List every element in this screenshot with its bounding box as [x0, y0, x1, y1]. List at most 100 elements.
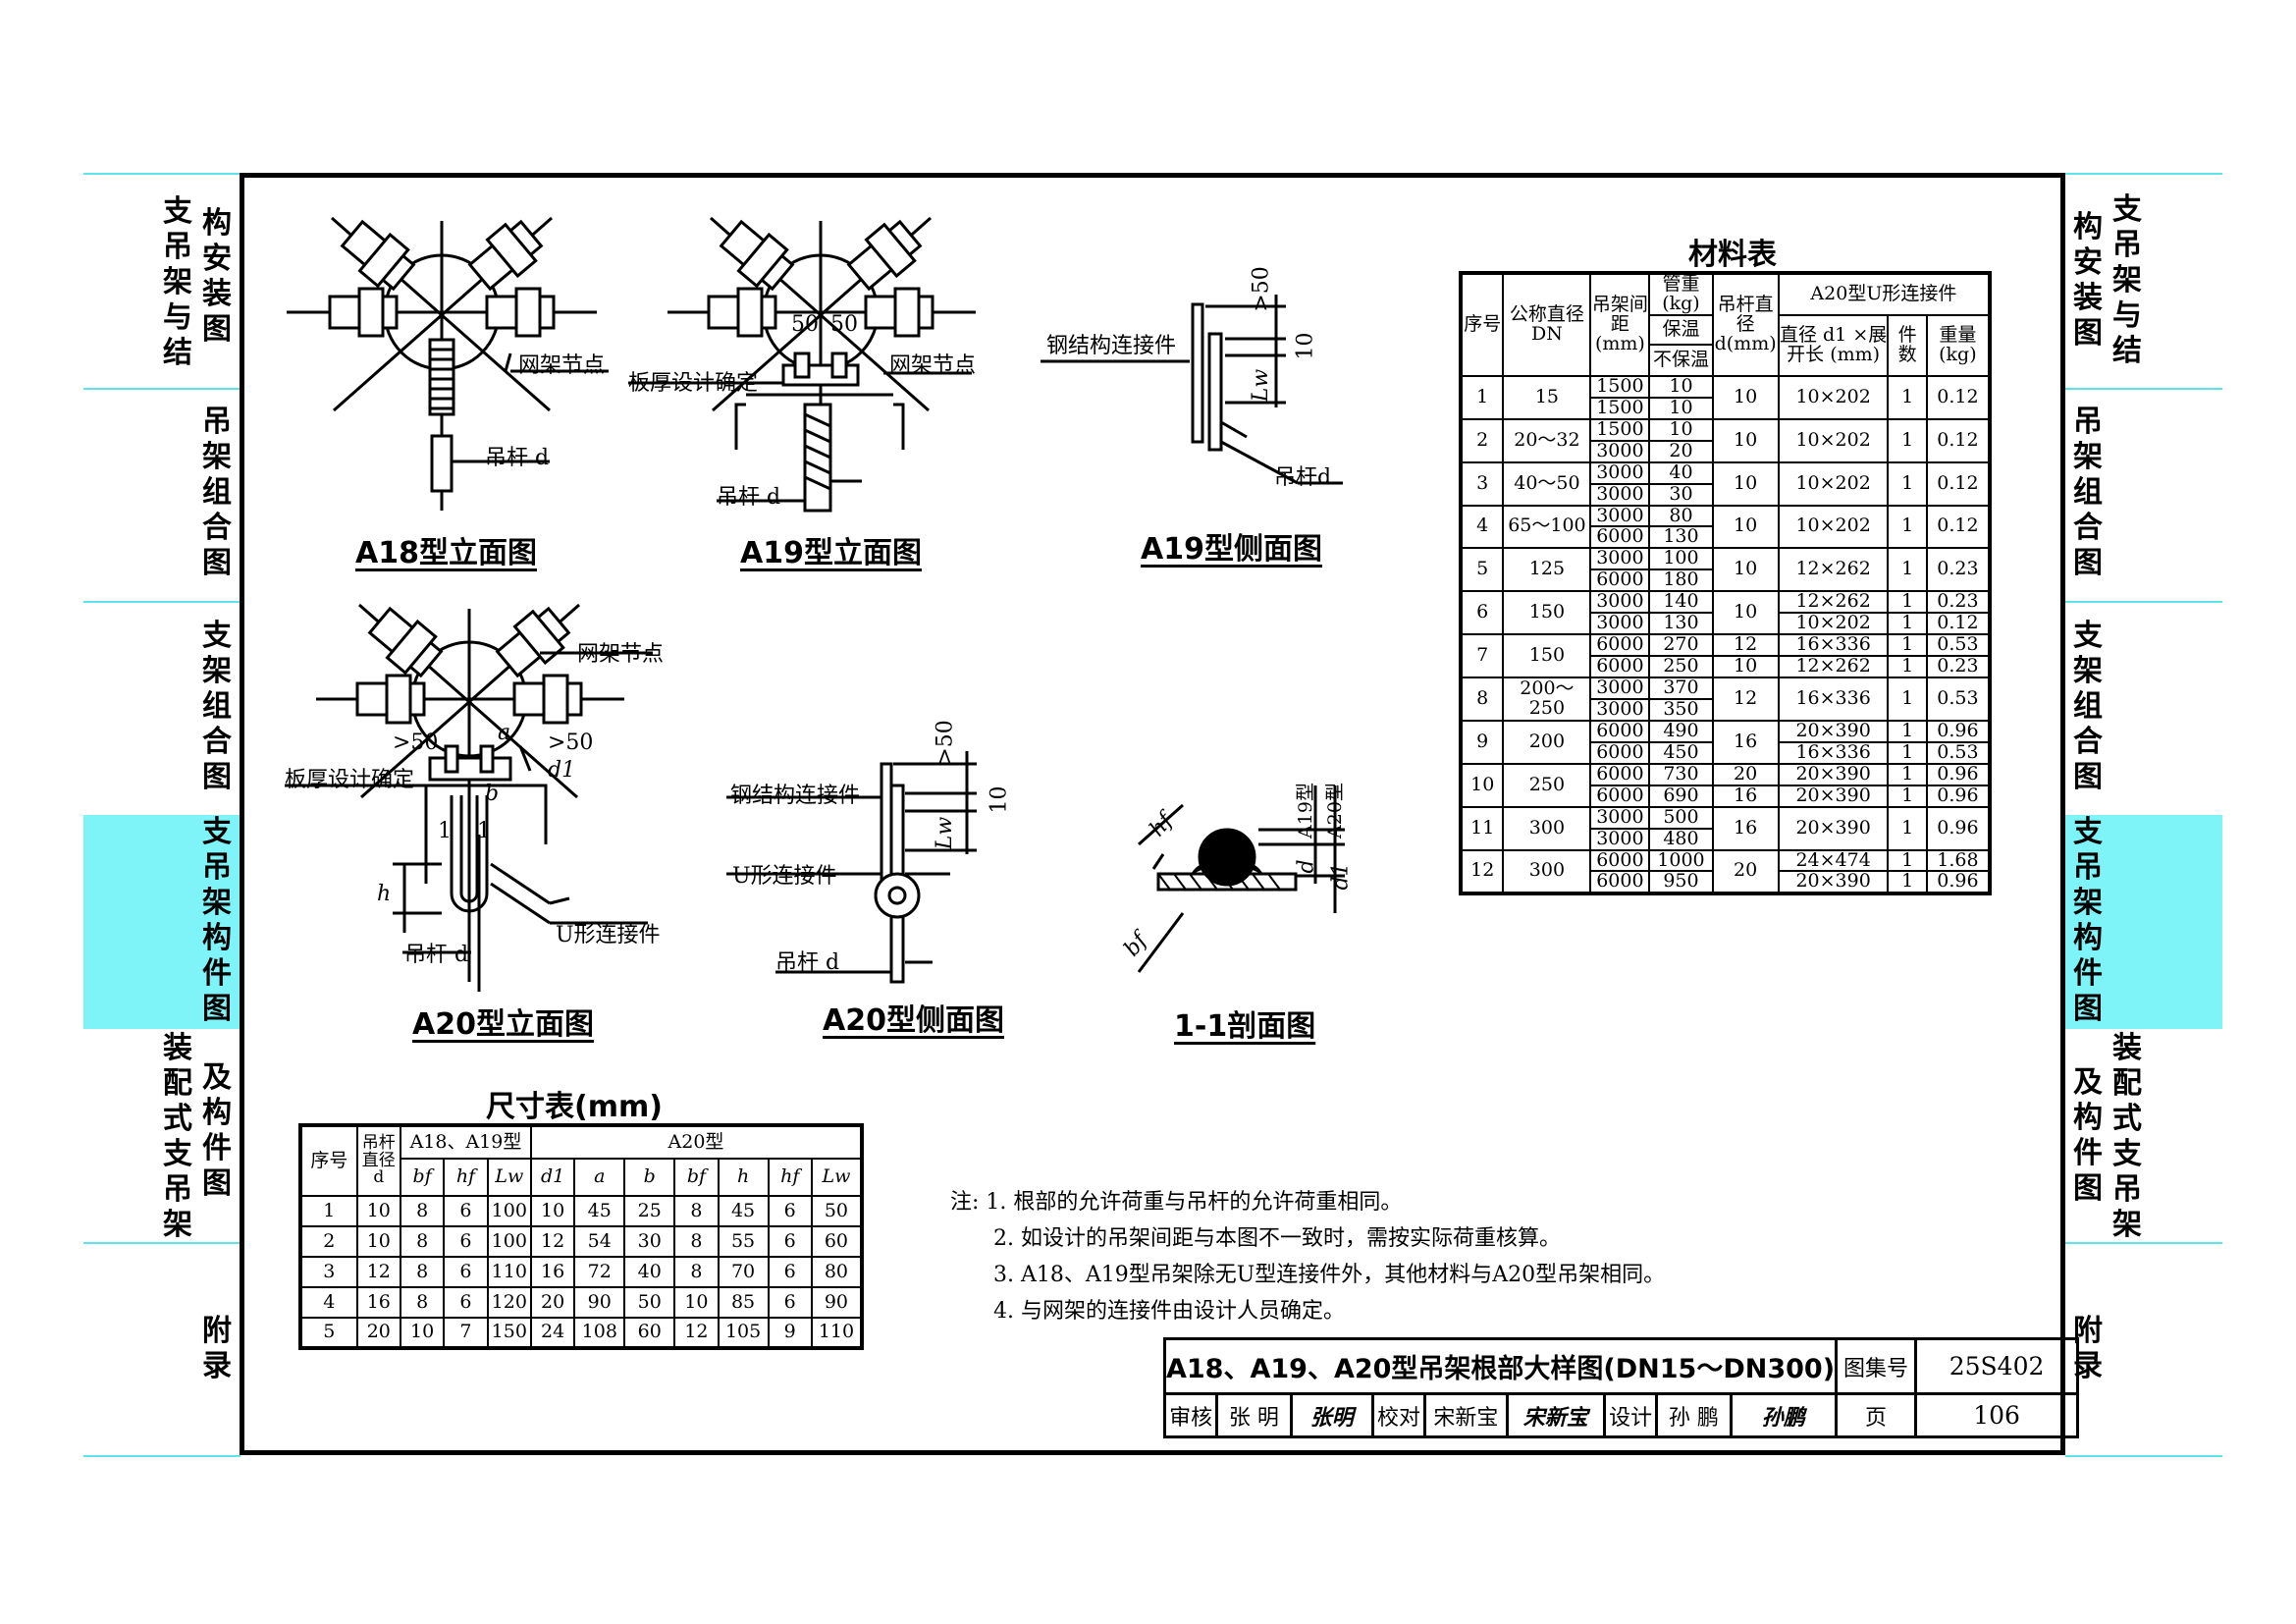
mat-dia: 12×262 — [1777, 655, 1890, 678]
right-tab-1-col1[interactable]: 构安装图 — [2073, 210, 2103, 351]
right-tab-5-col2[interactable]: 装配式支吊架 — [2112, 1031, 2142, 1242]
a19-node-label: 网架节点 — [889, 353, 977, 378]
size-cell: 6 — [443, 1286, 489, 1319]
mat-mass: 0.12 — [1925, 460, 1992, 507]
right-tab-5-col1[interactable]: 及构件图 — [2073, 1065, 2103, 1206]
mat-mass: 0.12 — [1925, 612, 1992, 636]
a20-sec-mark-1: 1 — [438, 819, 452, 843]
a18-title: A18型立面图 — [355, 536, 537, 570]
size-cell: 10 — [355, 1195, 401, 1227]
mat-spacing: 6000 — [1589, 655, 1651, 678]
size-cell: 20 — [355, 1317, 401, 1349]
mat-weight: 950 — [1648, 870, 1714, 895]
left-tab-6[interactable]: 附录 — [202, 1314, 232, 1383]
right-tab-6[interactable]: 附录 — [2073, 1314, 2103, 1383]
left-tab-5-col1[interactable]: 装配式支吊架 — [163, 1031, 192, 1242]
mat-h-insul: 保温 — [1648, 313, 1714, 346]
checker-signature: 宋新宝 — [1505, 1392, 1606, 1438]
a20-dim-gt50-right: >50 — [548, 731, 594, 755]
material-table: 序号 公称直径DN 吊架间距(mm) 管重(kg) 吊杆直径d(mm) A20型… — [1459, 271, 1992, 896]
mat-weight: 30 — [1648, 482, 1714, 507]
left-tab-1-col2[interactable]: 构安装图 — [202, 206, 232, 347]
mat-weight: 180 — [1648, 568, 1714, 593]
mat-spacing: 6000 — [1589, 784, 1651, 808]
mat-seq: 1 — [1459, 374, 1505, 420]
atlas-number: 25S402 — [1914, 1337, 2080, 1395]
mat-spacing: 3000 — [1589, 460, 1651, 485]
note-4: 4. 与网架的连接件由设计人员确定。 — [993, 1299, 1345, 1324]
a20-rod-label: 吊杆 d — [404, 943, 469, 967]
right-tab-4[interactable]: 支吊架构件图 — [2073, 815, 2103, 1026]
section-title: 1-1剖面图 — [1174, 1009, 1316, 1044]
a20-b-label: b — [485, 782, 500, 806]
mat-spacing: 3000 — [1589, 805, 1651, 830]
mat-dn: 40～50 — [1502, 460, 1592, 507]
mat-dia: 10×202 — [1777, 417, 1890, 463]
size-cell: 105 — [717, 1317, 770, 1349]
mat-rod: 20 — [1711, 848, 1780, 895]
size-cell: 12 — [673, 1317, 720, 1349]
left-tab-5-col2[interactable]: 及构件图 — [202, 1060, 232, 1201]
a19-side-gt50: >50 — [1249, 266, 1274, 312]
sz-subheader: bf — [399, 1158, 446, 1197]
left-tab-highlight — [83, 815, 240, 1029]
size-cell: 8 — [673, 1225, 720, 1258]
mat-spacing: 6000 — [1589, 525, 1651, 550]
a20-side-10: 10 — [987, 785, 1012, 814]
a19-dim-50-left: 50 — [791, 312, 819, 337]
left-tab-4[interactable]: 支吊架构件图 — [202, 815, 232, 1026]
mat-dn: 250 — [1502, 762, 1592, 808]
size-cell: 54 — [573, 1225, 626, 1258]
mat-spacing: 6000 — [1589, 740, 1651, 765]
a20-h-label: h — [377, 882, 392, 906]
left-tab-2[interactable]: 吊架组合图 — [202, 405, 232, 580]
size-cell: 45 — [573, 1195, 626, 1227]
size-cell: 20 — [529, 1286, 576, 1319]
mat-count: 1 — [1887, 740, 1928, 765]
size-cell: 6 — [767, 1256, 813, 1288]
size-cell: 5 — [299, 1317, 358, 1349]
mat-rod: 12 — [1711, 677, 1780, 722]
mat-spacing: 3000 — [1589, 827, 1651, 851]
right-tab-1-col2[interactable]: 支吊架与结 — [2112, 192, 2142, 368]
a19-side-conn-label: 钢结构连接件 — [1046, 334, 1177, 358]
mat-rod: 10 — [1711, 655, 1780, 678]
mat-spacing: 3000 — [1589, 697, 1651, 722]
a20-side-drawing — [726, 751, 977, 984]
section-d-label: d — [1294, 859, 1319, 874]
size-cell: 8 — [399, 1286, 446, 1319]
a20-side-lw: Lw — [933, 816, 958, 850]
size-cell: 12 — [355, 1256, 401, 1288]
mat-spacing: 3000 — [1589, 482, 1651, 507]
size-cell: 120 — [486, 1286, 532, 1319]
mat-dn: 300 — [1502, 848, 1592, 895]
mat-h-spacing: 吊架间距(mm) — [1589, 272, 1651, 377]
left-tab-1-col1[interactable]: 支吊架与结 — [163, 194, 192, 370]
left-tab-3[interactable]: 支架组合图 — [202, 619, 232, 794]
size-cell: 6 — [443, 1195, 489, 1227]
size-cell: 4 — [299, 1286, 358, 1319]
right-tab-2[interactable]: 吊架组合图 — [2073, 405, 2103, 580]
mat-spacing: 6000 — [1589, 870, 1651, 895]
design-label: 设计 — [1602, 1392, 1659, 1438]
right-tab-3[interactable]: 支架组合图 — [2073, 619, 2103, 794]
mat-weight: 100 — [1648, 547, 1714, 571]
size-cell: 90 — [573, 1286, 626, 1319]
sz-h-a20: A20型 — [529, 1124, 864, 1160]
mat-dia: 24×474 — [1777, 848, 1890, 873]
mat-mass: 0.23 — [1925, 547, 1992, 593]
mat-count: 1 — [1887, 805, 1928, 851]
size-cell: 8 — [399, 1195, 446, 1227]
size-cell: 8 — [399, 1256, 446, 1288]
size-cell: 90 — [810, 1286, 864, 1319]
mat-spacing: 6000 — [1589, 568, 1651, 593]
